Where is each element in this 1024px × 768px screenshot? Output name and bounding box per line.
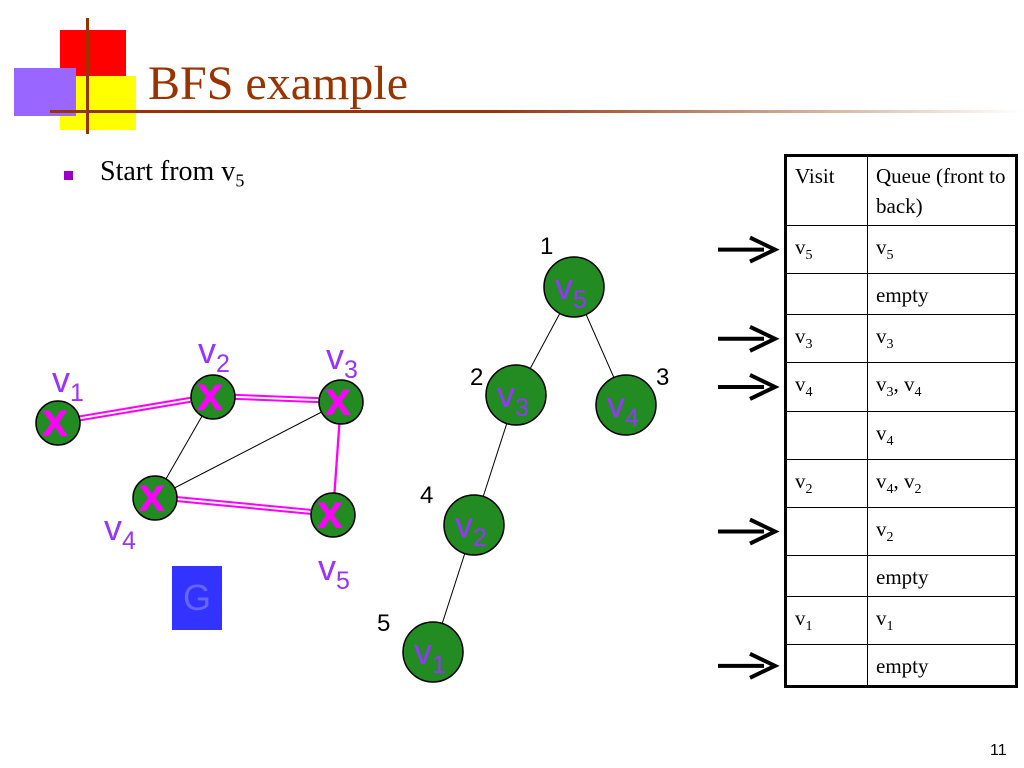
page-number: 11 <box>990 742 1007 759</box>
visit-cell: v4 <box>785 362 868 412</box>
queue-cell: v1 <box>867 596 1017 646</box>
visit-cell <box>785 555 868 598</box>
page-title: BFS example <box>148 57 408 110</box>
header-queue: Queue (front to back) <box>867 155 1017 226</box>
tree-node-t4 <box>595 374 657 436</box>
tree-node-t3 <box>485 364 547 426</box>
tree-node-t2 <box>443 494 505 556</box>
table-row: empty <box>785 555 1017 598</box>
visit-order-t1: 5 <box>377 610 390 637</box>
bullet-icon <box>64 171 73 180</box>
table-row: empty <box>785 644 1017 688</box>
graph-label-v2: v2 <box>198 330 230 378</box>
logo-purple-block <box>14 68 76 116</box>
arrows <box>718 235 780 680</box>
visit-cell <box>785 506 868 557</box>
visit-cell: v3 <box>785 314 868 364</box>
visit-order-t3: 2 <box>470 364 483 391</box>
tree-label-t1: v1 <box>414 631 446 679</box>
visit-order-t5: 1 <box>540 233 553 260</box>
bullet-text: Start from v5 <box>100 156 245 191</box>
graph-edge-v1-v2-double <box>57 397 214 425</box>
visited-mark-v5: x <box>317 486 344 539</box>
visit-cell <box>785 410 868 460</box>
graph-node-v2 <box>190 374 236 420</box>
graph-edge-v4-v5-double <box>154 498 334 517</box>
row-arrow-icon <box>718 652 780 680</box>
graph-node-v4 <box>132 475 178 521</box>
row-arrow-icon <box>718 373 780 401</box>
table-row: v2 <box>785 506 1017 557</box>
tree-label-t5: v5 <box>555 266 587 314</box>
tree-label-t2: v2 <box>455 504 487 552</box>
graph-label-box: G <box>172 566 222 630</box>
logo-vertical-line <box>86 18 89 134</box>
graph-edge-v1-v2 <box>57 393 214 421</box>
visited-mark-v4: x <box>139 469 166 522</box>
table-row: empty <box>785 273 1017 316</box>
graph-label-v3: v3 <box>326 336 358 384</box>
row-arrow-icon <box>718 235 780 264</box>
logo-decoration <box>0 0 200 140</box>
graph-edge-v4-v5 <box>154 494 334 513</box>
visit-cell <box>785 273 868 316</box>
tree-label-t3: v3 <box>497 374 529 422</box>
visit-cell: v1 <box>785 596 868 646</box>
queue-cell: empty <box>867 273 1017 316</box>
visited-mark-v1: x <box>42 394 69 447</box>
visit-order-t2: 4 <box>420 482 433 509</box>
row-arrow-icon <box>718 517 780 546</box>
table-row: v4 <box>785 410 1017 460</box>
row-arrow-icon <box>718 324 780 353</box>
tree-nodes: v51 v3 2 v4 3 v2 4 v1 5 <box>377 233 669 683</box>
visit-cell: v2 <box>785 458 868 508</box>
tree-node-t5 <box>543 256 605 318</box>
queue-cell: empty <box>867 555 1017 598</box>
queue-cell: v5 <box>867 224 1017 275</box>
tree-label-t4: v4 <box>607 384 639 432</box>
graph-label-v1: v1 <box>52 359 84 407</box>
tree-node-t1 <box>402 621 464 683</box>
tree-edges <box>432 286 627 653</box>
visited-mark-v3: x <box>325 373 352 426</box>
table-header-row: Visit Queue (front to back) <box>785 155 1017 226</box>
queue-cell: v2 <box>867 506 1017 557</box>
header-visit: Visit <box>785 155 868 226</box>
graph-label: G <box>182 577 211 618</box>
queue-cell: v3 <box>867 314 1017 364</box>
queue-cell: v4, v2 <box>867 458 1017 508</box>
graph-node-v3 <box>318 379 364 425</box>
queue-cell: v4 <box>867 410 1017 460</box>
queue-cell: v3, v4 <box>867 362 1017 412</box>
queue-cell: empty <box>867 644 1017 688</box>
visited-mark-v2: x <box>197 368 224 421</box>
graph-label-v4: v4 <box>104 507 136 555</box>
visit-cell <box>785 644 868 688</box>
visit-order-t4: 3 <box>656 364 669 391</box>
visit-cell: v5 <box>785 224 868 275</box>
graph-label-v5: v5 <box>318 547 350 595</box>
graph-node-v5 <box>310 492 356 538</box>
graph-edge-v4-v3 <box>154 401 342 499</box>
title-underline <box>50 110 1024 113</box>
graph-node-v1 <box>35 400 81 446</box>
